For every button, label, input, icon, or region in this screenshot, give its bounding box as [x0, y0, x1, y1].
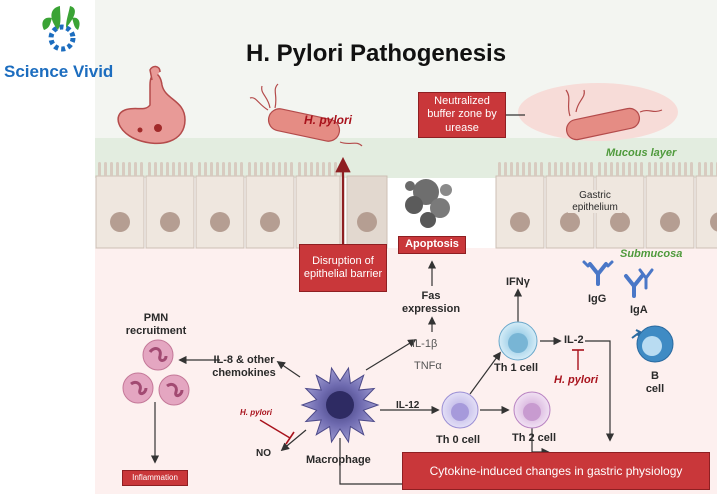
gastric-epithelium-cells [95, 162, 717, 249]
macrophage-label: Macrophage [306, 454, 371, 466]
h-pylori-label-no: H. pylori [240, 408, 273, 417]
th2-cell-icon [513, 391, 551, 429]
igg-antibody-icon [582, 260, 614, 286]
no-label: NO [256, 448, 271, 459]
mucous-layer-label: Mucous layer [606, 147, 677, 159]
tnfa-label: TNFα [414, 360, 442, 372]
iga-label: IgA [630, 304, 648, 316]
th0-cell-icon [441, 391, 479, 429]
logo-text: Science Vivid [4, 62, 114, 81]
fas-expression-label: Fas expression [401, 290, 461, 315]
th0-cell-label: Th 0 cell [436, 434, 481, 446]
submucosa-label: Submucosa [620, 248, 683, 260]
h-pylori-label-il2: H. pylori [554, 374, 599, 386]
pmn-recruitment-label: PMN recruitment [125, 312, 187, 337]
disruption-box: Disruption of epithelial barrier [299, 244, 387, 292]
macrophage-cell-icon [300, 366, 380, 444]
il8-chemokines-label: IL-8 & other chemokines [212, 354, 276, 379]
leaf-gear-icon [42, 6, 80, 52]
cytokine-changes-box: Cytokine-induced changes in gastric phys… [402, 452, 710, 490]
stomach-icon [117, 65, 186, 145]
epithelial-cell [95, 175, 145, 249]
apoptosis-box: Apoptosis [398, 236, 466, 254]
iga-antibody-icon [624, 268, 654, 298]
b-cell-icon [631, 325, 674, 363]
th2-cell-label: Th 2 cell [512, 432, 557, 444]
buffer-zone-oval [518, 83, 678, 141]
th1-cell-label: Th 1 cell [494, 362, 539, 374]
b-cell-label: B cell [645, 370, 665, 395]
buffer-zone-box: Neutralized buffer zone by urease [418, 92, 506, 138]
h-pylori-bacterium-icon [249, 83, 363, 147]
apoptosis-debris-icon [405, 179, 452, 228]
h-pylori-label-top: H. pylori [304, 113, 353, 127]
igg-label: IgG [588, 293, 607, 305]
il12-label: IL-12 [396, 400, 420, 411]
il1b-label: IL-1β [412, 338, 438, 350]
th1-cell-icon [498, 321, 538, 361]
gastric-epithelium-label: Gastric epithelium [568, 190, 622, 213]
il2-label: IL-2 [564, 334, 584, 346]
ifng-label: IFNγ [506, 276, 530, 288]
inflammation-box: Inflammation [122, 470, 188, 486]
pmn-cells-icon [122, 339, 190, 406]
epithelial-cell [695, 175, 717, 249]
page-title: H. Pylori Pathogenesis [246, 40, 507, 67]
h-pylori-buffer-bacterium-icon [565, 89, 663, 141]
